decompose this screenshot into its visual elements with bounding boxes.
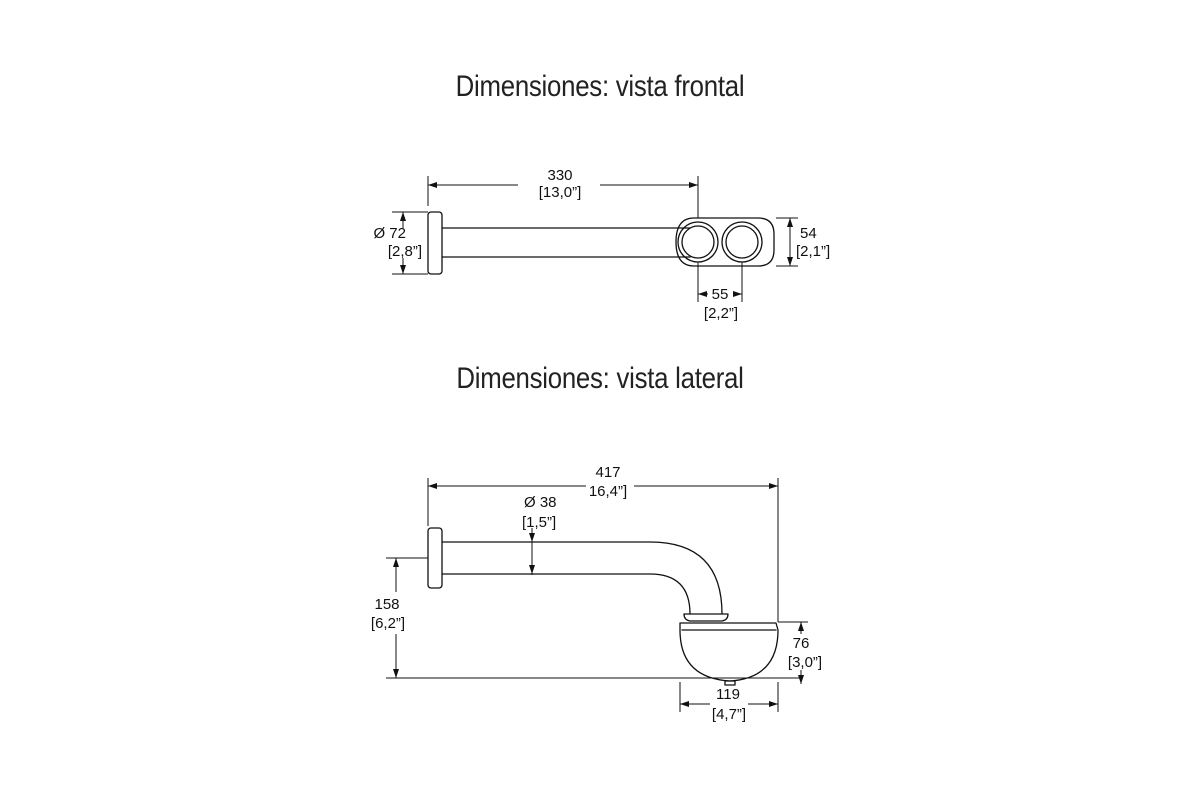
- side-body-height-in: [3,0”]: [788, 654, 822, 671]
- side-drain-stub: [724, 680, 736, 686]
- side-height-mm: 158: [374, 596, 399, 613]
- side-height-in: [6,2”]: [371, 615, 405, 632]
- side-pipe-diameter-mm: Ø 38: [524, 494, 557, 511]
- front-flange-diameter-mm: Ø 72: [373, 225, 406, 242]
- front-right-outlet-inner: [725, 225, 759, 259]
- side-view-title: Dimensiones: vista lateral: [456, 362, 744, 395]
- side-length-mm: 417: [595, 464, 620, 481]
- front-outlet-spacing-dimension: 55 [2,2”]: [697, 262, 743, 322]
- side-length-dimension: 417 16,4”]: [427, 464, 779, 622]
- side-pipe-outer-edge: [441, 541, 723, 615]
- front-length-in: [13,0”]: [539, 184, 582, 201]
- front-right-outlet-outer: [721, 221, 763, 263]
- front-view-title: Dimensiones: vista frontal: [455, 70, 745, 103]
- side-body-width-mm: 119: [716, 686, 740, 703]
- front-left-outlet-inner: [681, 225, 715, 259]
- front-outlet-spacing-mm: 55: [712, 286, 729, 303]
- side-view-drawing: 417 16,4”] Ø 38 [1,5”] 158 [6,2”]: [371, 464, 822, 723]
- side-pipe-diameter-dimension: Ø 38 [1,5”]: [522, 494, 557, 575]
- front-wall-flange: [427, 211, 443, 275]
- front-outlet-body: [675, 217, 775, 267]
- side-body-width-in: [4,7”]: [712, 706, 746, 723]
- side-bowl-body: [679, 622, 779, 682]
- side-pipe-diameter-in: [1,5”]: [522, 514, 556, 531]
- side-height-dimension: 158 [6,2”]: [371, 557, 800, 679]
- front-left-outlet-outer: [677, 221, 719, 263]
- front-body-height-mm: 54: [800, 225, 817, 242]
- front-outlet-spacing-in: [2,2”]: [704, 305, 738, 322]
- front-flange-diameter-dimension: Ø 72 [2,8”]: [373, 211, 428, 275]
- side-wall-flange: [427, 527, 443, 589]
- side-body-height-mm: 76: [793, 635, 810, 652]
- side-body-width-dimension: 119 [4,7”]: [679, 682, 779, 723]
- front-length-mm: 330: [547, 167, 572, 184]
- side-body-height-dimension: 76 [3,0”]: [778, 621, 822, 684]
- side-pipe-inner-edge: [441, 573, 691, 615]
- front-view-drawing: 330 [13,0”] Ø 72 [2,8”] 54 [2,1”]: [373, 167, 830, 322]
- front-flange-diameter-in: [2,8”]: [388, 243, 422, 260]
- side-coupling-nut: [683, 613, 729, 622]
- side-length-in: 16,4”]: [589, 483, 627, 500]
- front-body-height-in: [2,1”]: [796, 243, 830, 260]
- front-length-dimension: 330 [13,0”]: [427, 167, 699, 218]
- front-body-height-dimension: 54 [2,1”]: [776, 217, 830, 267]
